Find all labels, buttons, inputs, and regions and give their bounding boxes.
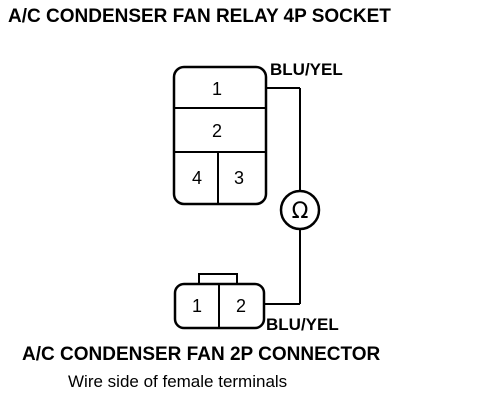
bottom-wire xyxy=(262,229,301,305)
relay-terminal-2: 2 xyxy=(212,121,222,141)
top-wire-label: BLU/YEL xyxy=(270,60,343,79)
fan-connector-subtitle: Wire side of female terminals xyxy=(68,372,288,391)
fan-2p-connector: 1 2 xyxy=(173,273,266,330)
relay-terminal-3: 3 xyxy=(234,168,244,188)
relay-terminal-1: 1 xyxy=(212,79,222,99)
top-wire xyxy=(266,87,301,190)
relay-socket-title: A/C CONDENSER FAN RELAY 4P SOCKET xyxy=(8,6,391,27)
fan-terminal-1: 1 xyxy=(192,296,202,316)
ohm-symbol: Ω xyxy=(292,199,309,224)
fan-connector-title: A/C CONDENSER FAN 2P CONNECTOR xyxy=(22,344,381,365)
ohmmeter-icon: Ω xyxy=(279,189,321,231)
relay-terminal-4: 4 xyxy=(192,168,202,188)
relay-4p-socket: 1 2 4 3 xyxy=(172,65,268,206)
fan-terminal-2: 2 xyxy=(236,296,246,316)
bottom-wire-label: BLU/YEL xyxy=(266,315,339,334)
